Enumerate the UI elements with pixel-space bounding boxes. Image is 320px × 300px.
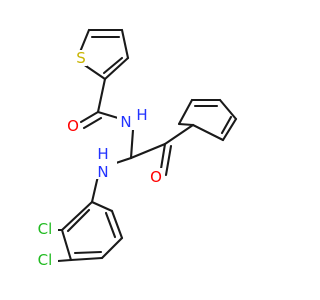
atom-label-amine-nitrogen: H N <box>90 145 117 181</box>
structure-canvas: S O N H H N O Cl Cl <box>32 28 238 269</box>
atom-label-carbonyl-oxygen-2: O <box>149 168 163 186</box>
svg-text:H: H <box>136 106 147 124</box>
phenyl-ring <box>177 98 238 142</box>
svg-text:N: N <box>120 113 131 131</box>
svg-text:O: O <box>67 117 79 135</box>
svg-text:Cl: Cl <box>38 220 53 238</box>
atom-label-amide-nitrogen: N H <box>117 106 148 131</box>
svg-text:Cl: Cl <box>38 251 53 269</box>
molecule-drawing: S O N H H N O Cl Cl <box>32 28 238 269</box>
dichlorophenyl-ring <box>56 174 124 263</box>
atom-label-chlorine-2: Cl <box>32 251 58 269</box>
atom-label-sulfur: S <box>75 49 87 67</box>
atom-label-chlorine-1: Cl <box>32 220 58 238</box>
svg-text:H: H <box>97 145 108 163</box>
amide-group <box>79 77 120 130</box>
svg-text:O: O <box>150 168 162 186</box>
atom-label-carbonyl-oxygen-1: O <box>67 117 80 135</box>
svg-text:S: S <box>76 49 86 67</box>
svg-text:N: N <box>97 163 108 181</box>
thiophene-ring <box>78 28 130 81</box>
